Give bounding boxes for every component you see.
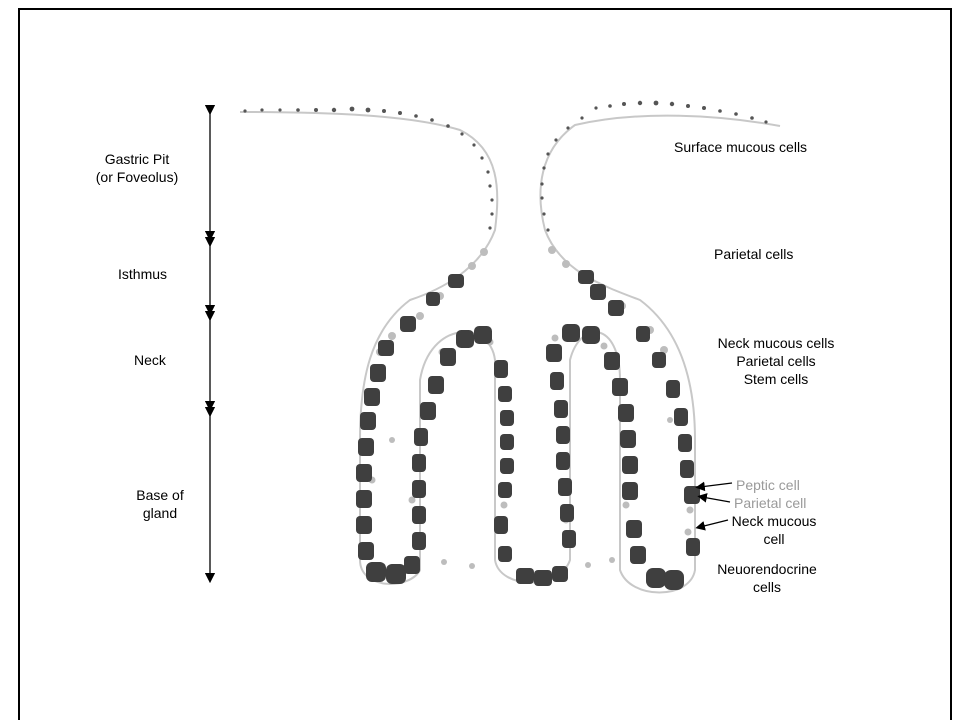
label-parietal-isthmus: Parietal cells bbox=[714, 246, 794, 262]
region-line: Gastric Pit bbox=[104, 151, 170, 167]
region-label-base: Base of gland bbox=[120, 486, 200, 522]
label-line: cell bbox=[763, 531, 785, 547]
dark-cells bbox=[356, 270, 700, 590]
region-label-isthmus: Isthmus bbox=[118, 266, 168, 282]
surface-mucous-cells bbox=[243, 100, 768, 232]
slide-frame bbox=[18, 8, 952, 720]
region-line: (or Foveolus) bbox=[95, 169, 179, 185]
label-surface-mucous: Surface mucous cells bbox=[674, 139, 808, 155]
label-line: Stem cells bbox=[743, 371, 809, 387]
region-line: Base of bbox=[136, 487, 184, 503]
peptic-pointer bbox=[695, 481, 733, 492]
label-peptic-cell: Peptic cell bbox=[736, 477, 800, 493]
label-line: Neck mucous bbox=[731, 513, 817, 529]
region-label-neck: Neck bbox=[134, 352, 166, 368]
label-line: Neck mucous cells bbox=[717, 335, 835, 351]
region-label-gastric-pit: Gastric Pit (or Foveolus) bbox=[82, 150, 192, 186]
pointer-arrows bbox=[695, 481, 733, 531]
neck-mucous-pointer bbox=[695, 519, 729, 531]
label-line: Parietal cells bbox=[736, 353, 816, 369]
label-neck-mucous-cell: Neck mucous cell bbox=[724, 512, 824, 548]
label-parietal-cell: Parietal cell bbox=[734, 495, 807, 511]
parietal-pointer bbox=[697, 493, 731, 503]
label-line: cells bbox=[752, 579, 781, 595]
light-cells bbox=[358, 246, 694, 569]
region-line: gland bbox=[142, 505, 178, 521]
label-neck-cells: Neck mucous cells Parietal cells Stem ce… bbox=[696, 334, 856, 388]
label-neuroendocrine: Neuorendocrine cells bbox=[712, 560, 822, 596]
label-line: Neuorendocrine bbox=[717, 561, 817, 577]
